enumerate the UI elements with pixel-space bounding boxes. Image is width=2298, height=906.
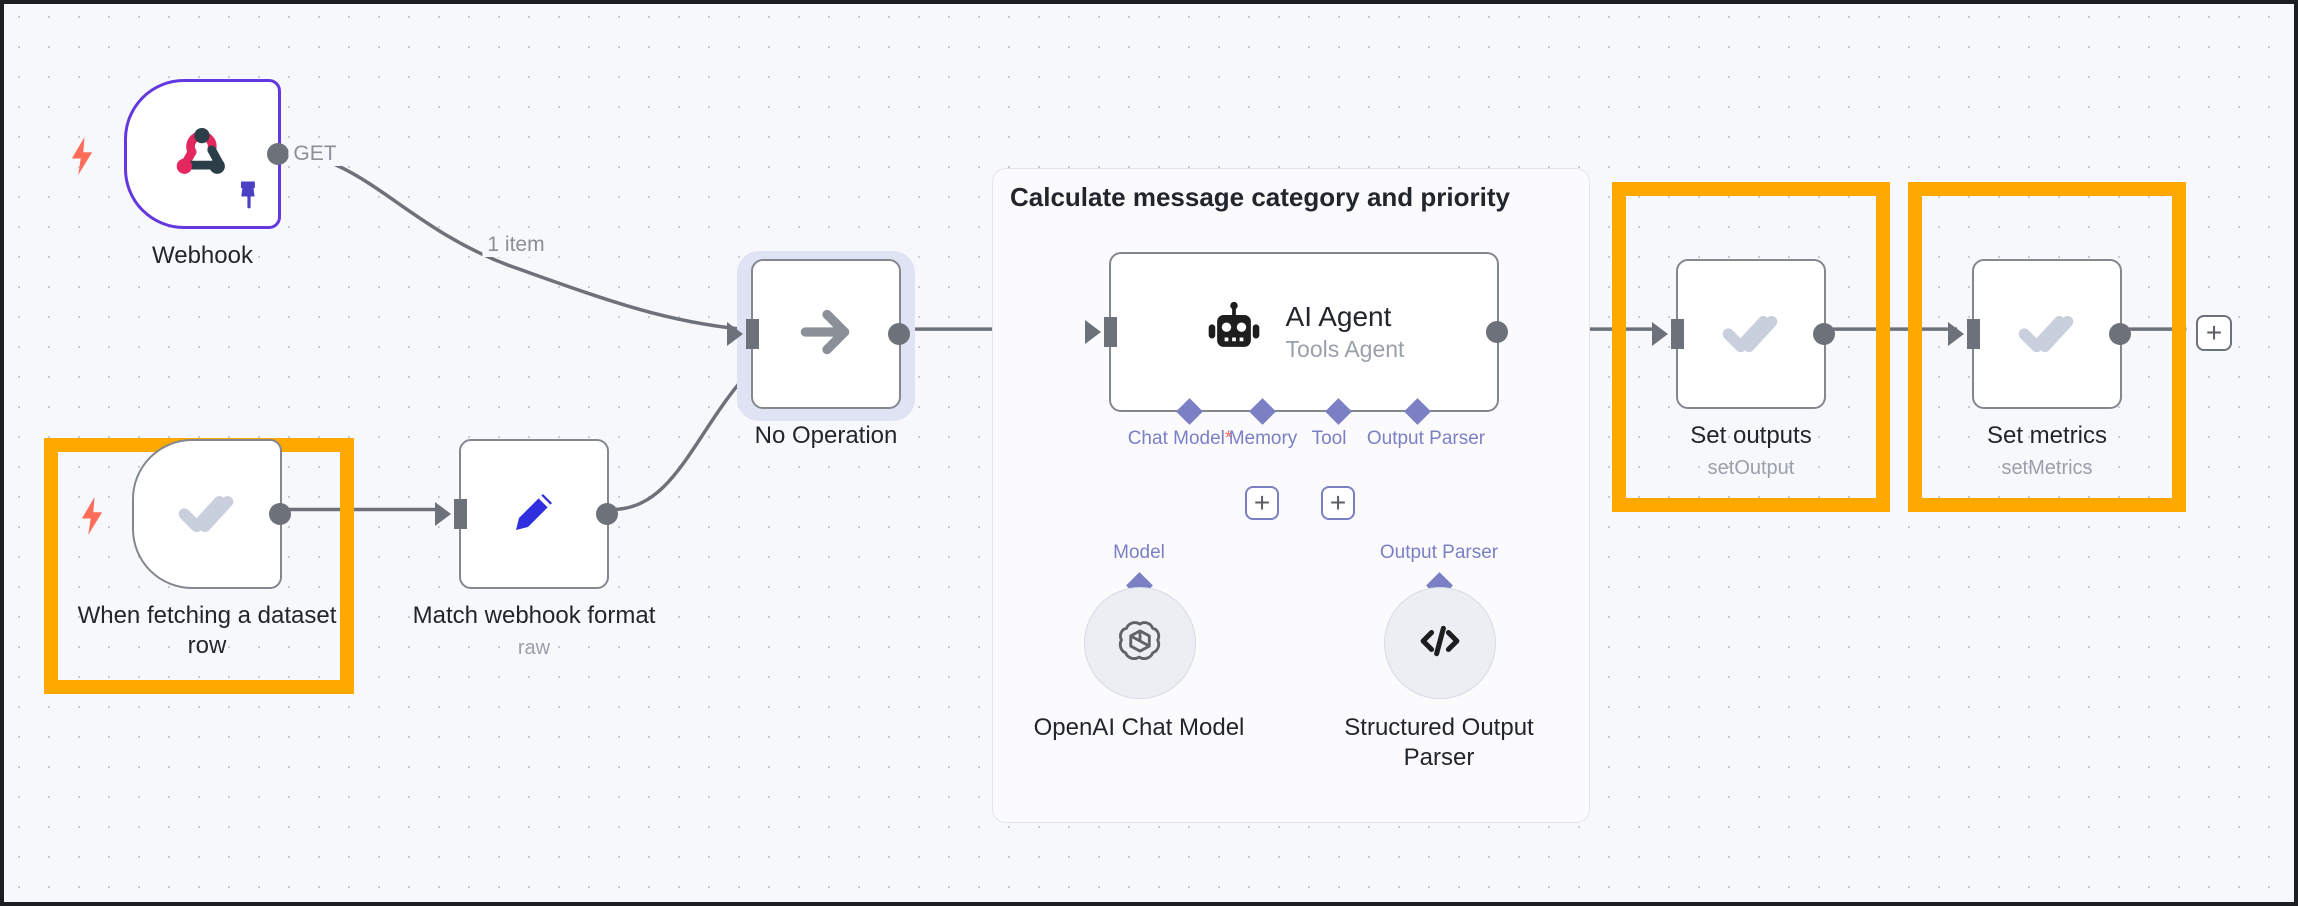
- ai-agent-output-port[interactable]: [1486, 321, 1508, 343]
- add-tool-button[interactable]: +: [1321, 486, 1355, 520]
- openai-chat-model-label: OpenAI Chat Model: [1033, 714, 1245, 741]
- trigger-bolt-icon: [79, 497, 105, 540]
- structured-output-parser-circle[interactable]: [1384, 587, 1496, 699]
- node-no-operation[interactable]: No Operation: [727, 259, 910, 449]
- node-match-webhook-format[interactable]: Match webhook format raw: [413, 439, 655, 659]
- match-webhook-format-output-port[interactable]: [596, 503, 618, 525]
- pin-icon: [236, 181, 262, 216]
- no-operation-input-arrow: [727, 322, 743, 346]
- node-webhook[interactable]: Webhook: [71, 79, 289, 269]
- add-memory-button[interactable]: +: [1245, 486, 1279, 520]
- highlight-ring-set-outputs: [1612, 182, 1890, 512]
- dataset-row-node-box[interactable]: [132, 439, 291, 589]
- node-set-outputs[interactable]: Set outputs setOutput: [1652, 259, 1835, 479]
- set-metrics-node-box[interactable]: [1948, 259, 2131, 409]
- robot-icon: [1204, 300, 1264, 365]
- no-operation-output-port[interactable]: [888, 323, 910, 345]
- connector-label-memory: Memory: [1228, 428, 1298, 449]
- ai-agent-node-label: AI Agent: [1285, 301, 1392, 332]
- highlight-ring-set-metrics: [1908, 182, 2186, 512]
- webhook-node-box[interactable]: [124, 79, 289, 229]
- set-metrics-output-port[interactable]: [2109, 323, 2131, 345]
- openai-chat-model-circle[interactable]: [1084, 587, 1196, 699]
- webhook-icon: [168, 117, 238, 192]
- dataset-row-node-label: When fetching a dataset row: [77, 602, 337, 659]
- code-brackets-icon: [1413, 614, 1467, 673]
- double-check-icon: [2014, 299, 2080, 370]
- group-title: Calculate message category and priority: [1010, 182, 1510, 212]
- arrow-right-icon: [793, 299, 859, 370]
- set-outputs-node-label: Set outputs: [1690, 422, 1812, 449]
- set-metrics-input-port[interactable]: [1967, 319, 1980, 349]
- sub-connector-label-model: Model: [1113, 542, 1165, 563]
- webhook-output-port[interactable]: [267, 143, 289, 165]
- structured-output-parser-label: Structured Output Parser: [1344, 714, 1534, 771]
- ai-agent-input-arrow: [1085, 320, 1101, 344]
- no-operation-input-port[interactable]: [746, 319, 759, 349]
- match-webhook-format-input-port[interactable]: [454, 499, 467, 529]
- trigger-bolt-icon: [69, 137, 95, 180]
- ai-agent-node-subtitle: Tools Agent: [1285, 336, 1405, 362]
- node-when-fetching-a-dataset-row[interactable]: When fetching a dataset row: [78, 439, 336, 659]
- webhook-node-label: Webhook: [152, 242, 253, 269]
- node-ai-agent[interactable]: AI Agent Tools Agent: [1085, 252, 1508, 412]
- double-check-icon: [174, 479, 240, 550]
- no-operation-node-label: No Operation: [754, 422, 898, 449]
- set-outputs-node-box[interactable]: [1652, 259, 1835, 409]
- double-check-icon: [1718, 299, 1784, 370]
- set-outputs-input-arrow: [1652, 322, 1668, 346]
- set-metrics-node-label: Set metrics: [1986, 422, 2108, 449]
- set-metrics-node-subtitle: setMetrics: [2001, 457, 2093, 479]
- set-outputs-output-port[interactable]: [1813, 323, 1835, 345]
- connector-label-chat-model: Chat Model*: [1127, 428, 1233, 449]
- set-outputs-node-subtitle: setOutput: [1707, 457, 1795, 479]
- ai-agent-input-port[interactable]: [1104, 317, 1117, 347]
- node-set-metrics[interactable]: Set metrics setMetrics: [1948, 259, 2131, 479]
- required-asterisk: *: [1224, 428, 1233, 449]
- sub-connector-label-output-parser: Output Parser: [1379, 542, 1499, 563]
- match-webhook-format-node-label: Match webhook format: [412, 602, 656, 629]
- match-webhook-format-node-subtitle: raw: [517, 637, 551, 659]
- pencil-icon: [502, 480, 566, 549]
- edge-label-webhook-items: 1 item: [482, 233, 550, 257]
- no-operation-node-box[interactable]: [727, 259, 910, 409]
- dataset-row-output-port[interactable]: [269, 503, 291, 525]
- match-webhook-format-node-box[interactable]: [435, 439, 618, 589]
- connector-label-output-parser: Output Parser: [1366, 428, 1486, 449]
- connector-label-tool: Tool: [1311, 428, 1347, 449]
- edge-label-webhook-method: GET: [288, 142, 342, 166]
- match-webhook-format-input-arrow: [435, 502, 451, 526]
- set-metrics-input-arrow: [1948, 322, 1964, 346]
- set-outputs-input-port[interactable]: [1671, 319, 1684, 349]
- openai-icon: [1113, 614, 1167, 673]
- ai-agent-node-box[interactable]: AI Agent Tools Agent: [1085, 252, 1508, 412]
- add-node-button[interactable]: +: [2196, 315, 2232, 351]
